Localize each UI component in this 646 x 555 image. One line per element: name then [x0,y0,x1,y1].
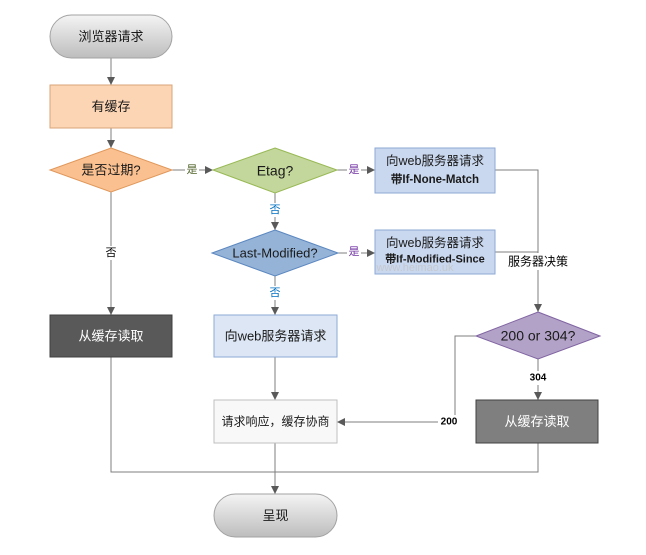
edge-label-text: 是 [187,163,198,176]
edge-label-text: 否 [270,287,281,299]
edge-label-text: 304 [530,373,547,384]
read-cache-left-label: 从缓存读取 [78,329,143,344]
read-cache-left-shape [49,314,173,358]
arrow-status-to-response [337,335,476,426]
read-cache-right-shape [475,399,599,444]
has-cache-node: 有缓存 [49,84,173,129]
request-server-label: 向web服务器请求 [225,329,327,344]
request-server-shape [213,314,338,358]
arrow-if-none-match-to-status [495,169,542,312]
request-if-none-match-node: 向web服务器请求 带If-None-Match [374,147,496,194]
edge-label-text: 200 [441,417,458,428]
etag-decision: Etag? [211,147,339,194]
edge-label-status-200: 200 [438,415,460,429]
status-check-shape [474,311,602,360]
etag-decision-shape [211,147,339,194]
edge-label-background [268,286,282,300]
has-cache-shape [49,84,173,129]
edge-label-expired-no: 否 [104,246,118,260]
edge-label-background [438,415,460,429]
edge-label-status-304: 304 [527,371,549,385]
edge-label-background [185,163,199,177]
request-if-none-match-line2: 带If-None-Match [391,172,479,186]
line-read-cache-right-to-merge [275,443,539,473]
edge-label-background [268,203,282,217]
watermark-text: www.heimao.uk [375,262,454,274]
render-node-shape [213,493,338,538]
read-cache-left-node: 从缓存读取 [49,314,173,358]
edge-label-expired-yes: 是 [185,163,199,177]
render-node-label: 呈现 [262,508,288,523]
last-modified-decision-label: Last-Modified? [232,246,317,261]
edge-label-last-modified-no: 否 [268,286,282,300]
etag-decision-label: Etag? [257,163,294,179]
start-node-shape [49,14,173,59]
edge-label-etag-no: 否 [268,203,282,217]
has-cache-label: 有缓存 [91,99,130,114]
edge-label-background [104,246,118,260]
nodes: 浏览器请求 有缓存 是否过期? Etag? Last-Modified? 向we… [48,14,602,538]
edge-label-text: 是 [349,245,360,258]
request-if-modified-since-node: 向web服务器请求 带If-Modified-Since [374,229,496,275]
response-negotiate-label: 请求响应，缓存协商 [221,414,329,429]
response-negotiate-node: 请求响应，缓存协商 [213,399,338,444]
last-modified-decision-shape [210,229,340,277]
read-cache-right-node: 从缓存读取 [475,399,599,444]
edge-label-text: 否 [106,247,117,259]
render-node: 呈现 [213,493,338,538]
edge-label-background [347,245,361,259]
request-if-modified-since-line2: 带If-Modified-Since [385,252,485,266]
edge-label-text: 否 [270,204,281,216]
edge-label-background [505,253,571,270]
edge-label-background [347,163,361,177]
start-node: 浏览器请求 [49,14,173,59]
read-cache-right-label: 从缓存读取 [504,414,569,429]
start-node-label: 浏览器请求 [78,29,143,44]
request-server-node: 向web服务器请求 [213,314,338,358]
edge-labels: 是 是 否 是 否 否 服务器决策 304 [104,163,571,429]
request-if-none-match-shape [374,147,496,194]
line-read-cache-left-to-merge [110,357,275,473]
status-check-decision: 200 or 304? [474,311,602,360]
response-negotiate-shape [213,399,338,444]
request-if-none-match-line1: 向web服务器请求 [386,153,484,168]
edge-label-text: 是 [349,163,360,176]
expired-decision-label: 是否过期? [81,163,140,178]
request-if-modified-since-line1: 向web服务器请求 [386,235,484,250]
edge-label-background [527,371,549,385]
status-check-label: 200 or 304? [501,328,576,344]
expired-decision-shape [48,147,174,193]
edge-label-last-modified-yes: 是 [347,245,361,259]
last-modified-decision: Last-Modified? [210,229,340,277]
request-if-modified-since-shape [374,229,496,275]
edge-label-text: 服务器决策 [508,254,568,269]
expired-decision: 是否过期? [48,147,174,193]
edge-label-etag-yes: 是 [347,163,361,177]
edge-label-server-decision: 服务器决策 [505,253,571,270]
